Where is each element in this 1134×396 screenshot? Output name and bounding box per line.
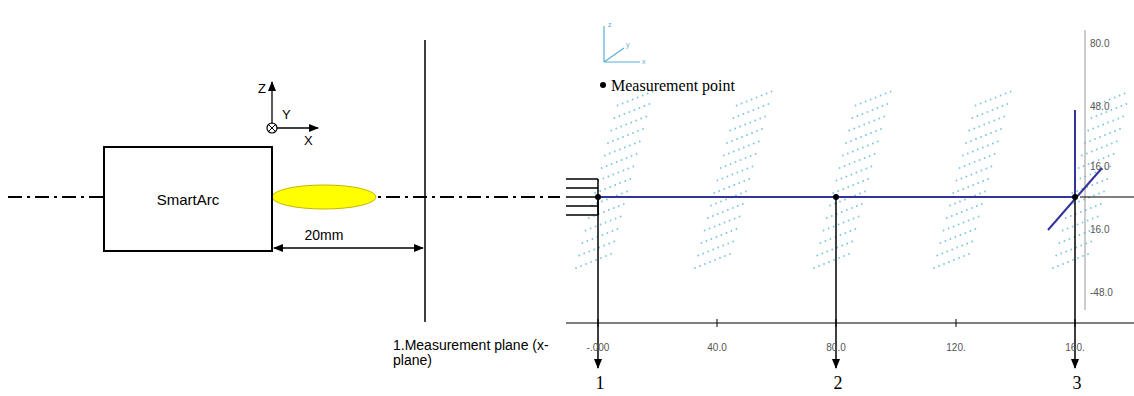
axis-letter: x — [642, 58, 646, 66]
dimension-line — [274, 247, 423, 249]
measurement-plane — [424, 40, 426, 322]
tick-label: -48.0 — [1090, 287, 1113, 298]
tick-label: 48.0 — [1090, 101, 1109, 112]
y-axis — [267, 123, 277, 133]
axis-letter: z — [608, 21, 612, 29]
y-axis-cross — [269, 125, 276, 132]
plane-label: 1.Measurement plane (x-plane) — [393, 338, 568, 369]
tick-label: 16.0 — [1090, 161, 1109, 172]
legend-note: Measurement point — [611, 77, 735, 95]
arc-plasma — [272, 185, 376, 209]
tick-label: 16.0 — [1090, 224, 1109, 235]
x-scale — [566, 323, 1134, 324]
z-axis — [271, 82, 272, 124]
x-axis — [277, 127, 318, 128]
tick-label: 160. — [1065, 342, 1084, 353]
axis-letter: y — [626, 41, 630, 49]
device-box: SmartArc — [103, 146, 273, 252]
torch-comb — [566, 179, 598, 215]
tick-label: 120. — [946, 342, 965, 353]
axis-letter: Z — [258, 82, 266, 96]
tick-label: 40.0 — [707, 342, 726, 353]
axis-icon — [604, 26, 640, 62]
tick-label: 80.0 — [1090, 38, 1109, 49]
measurement-grid — [575, 91, 1127, 269]
tick-label: -.000 — [587, 342, 610, 353]
dimension: 20mm — [303, 228, 346, 243]
callout-number: 2 — [832, 374, 845, 394]
callout-number: 3 — [1071, 374, 1084, 394]
axis-letter: X — [304, 134, 313, 148]
zero-line — [1080, 197, 1134, 198]
callout-number: 1 — [594, 374, 607, 394]
y-scale — [1085, 30, 1086, 310]
axis-letter: Y — [282, 108, 291, 122]
vertical-path — [1074, 110, 1076, 197]
tick-label: 80.0 — [826, 342, 845, 353]
point-symbol — [600, 82, 606, 88]
device-name: SmartArc — [157, 191, 220, 208]
